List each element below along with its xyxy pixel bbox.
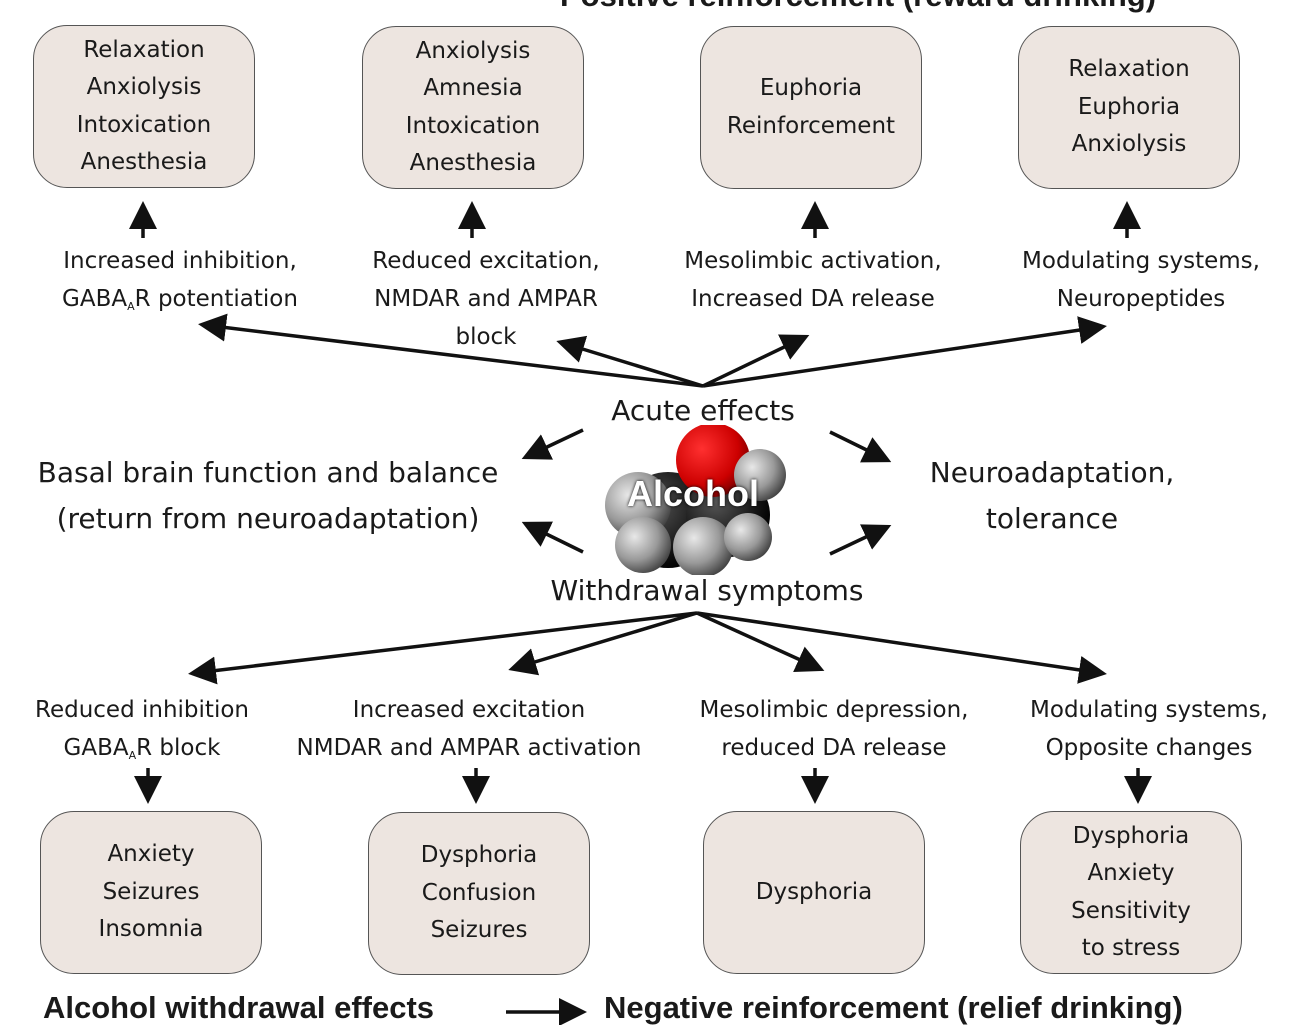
mechanism-text: Increased DA release	[691, 286, 935, 312]
mechanism-text: GABAAR potentiation	[62, 286, 298, 313]
mechanism-text: NMDAR and AMPAR activation	[296, 735, 642, 761]
mechanism-text: Reduced excitation,	[372, 248, 600, 274]
effect-text: Euphoria	[759, 75, 863, 101]
effect-text: Anesthesia	[409, 150, 537, 176]
negative-reinforcement-title: Negative reinforcement (relief drinking)	[604, 990, 1183, 1025]
bottom-box-1: Anxiety Seizures Insomnia	[40, 811, 262, 974]
basal-function-label: Basal brain function and balance (return…	[38, 450, 499, 542]
arrow-withdrawal-4	[696, 611, 1107, 684]
mechanism-text: Reduced inhibition	[35, 697, 249, 723]
arrow-acute-1	[198, 313, 704, 388]
mechanism-text: Modulating systems,	[1030, 697, 1268, 723]
basal-line: Basal brain function and balance	[37, 456, 499, 489]
bottom-box-3: Dysphoria	[703, 811, 925, 974]
mechanism-text: GABAAR block	[63, 735, 221, 762]
arrow-center-ur	[829, 430, 892, 463]
bottom-box-2: Dysphoria Confusion Seizures	[368, 812, 590, 975]
mechanism-text: NMDAR and AMPAR	[374, 286, 598, 312]
effect-text: Dysphoria	[755, 878, 873, 905]
effect-text: Seizures	[430, 917, 528, 944]
withdrawal-effects-title: Alcohol withdrawal effects	[43, 990, 435, 1025]
effect-text: Sensitivity	[1071, 897, 1191, 924]
effect-text: Anxiolysis	[1071, 131, 1187, 158]
effect-text: Reinforcement	[726, 112, 896, 139]
effect-text: Intoxication	[405, 112, 541, 139]
arrow-acute-3	[702, 334, 810, 388]
arrow-center-ll	[521, 521, 584, 554]
arrow-withdrawal-3	[696, 611, 825, 673]
effect-text: Anxiety	[107, 841, 195, 868]
bottom-mechanism-1: Reduced inhibition GABAAR block	[35, 691, 249, 775]
mechanism-text: Mesolimbic activation,	[684, 248, 942, 274]
top-mechanism-4: Modulating systems, Neuropeptides	[1022, 242, 1260, 318]
effect-text: Anxiolysis	[415, 37, 531, 64]
top-mechanism-2: Reduced excitation, NMDAR and AMPAR bloc…	[372, 242, 599, 356]
top-mechanism-3: Mesolimbic activation, Increased DA rele…	[684, 242, 941, 318]
bottom-mechanism-3: Mesolimbic depression, reduced DA releas…	[700, 691, 969, 767]
arrow-withdrawal-1	[188, 611, 698, 685]
bottom-mechanism-2: Increased excitation NMDAR and AMPAR act…	[297, 691, 642, 767]
arrow-center-ul	[521, 428, 584, 460]
effect-text: Relaxation	[1068, 56, 1190, 83]
bottom-mechanism-4: Modulating systems, Opposite changes	[1030, 691, 1268, 767]
effect-text: Dysphoria	[1072, 822, 1190, 849]
effect-text: Confusion	[421, 879, 537, 906]
top-box-4: Relaxation Euphoria Anxiolysis	[1018, 26, 1240, 189]
effect-text: Anesthesia	[80, 149, 208, 175]
effect-text: Anxiety	[1087, 860, 1175, 886]
arrow-withdrawal-2	[508, 611, 698, 676]
bottom-box-4: Dysphoria Anxiety Sensitivity to stress	[1020, 811, 1242, 974]
acute-effects-label: Acute effects	[611, 394, 795, 427]
positive-reinforcement-title: Positive reinforcement (reward drinking)	[560, 0, 1156, 14]
neuroadaptation-label: Neuroadaptation, tolerance	[930, 450, 1174, 542]
withdrawal-symptoms-label: Withdrawal symptoms	[550, 574, 864, 607]
effect-text: Anxiolysis	[86, 74, 202, 100]
mechanism-text: Mesolimbic depression,	[699, 697, 969, 723]
alcohol-molecule: Alcohol	[598, 423, 788, 577]
effect-text: Amnesia	[423, 75, 523, 101]
arrow-acute-4	[702, 316, 1107, 388]
effect-text: Insomnia	[98, 916, 204, 943]
top-box-1: Relaxation Anxiolysis Intoxication Anest…	[33, 25, 255, 188]
arrow-acute-2	[556, 335, 704, 388]
effect-text: Relaxation	[83, 36, 205, 63]
arrow-center-lr	[829, 524, 892, 556]
top-box-2: Anxiolysis Amnesia Intoxication Anesthes…	[362, 26, 584, 189]
effect-text: Dysphoria	[420, 842, 538, 869]
neuroadaptation-line: tolerance	[985, 502, 1119, 535]
mechanism-text: Opposite changes	[1045, 735, 1253, 761]
top-mechanism-1: Increased inhibition, GABAAR potentiatio…	[62, 242, 298, 326]
mechanism-text: Increased excitation	[352, 697, 586, 723]
molecule-icon	[605, 423, 786, 577]
effect-text: Euphoria	[1077, 93, 1181, 120]
mechanism-text: Modulating systems,	[1022, 248, 1260, 274]
basal-line: (return from neuroadaptation)	[56, 502, 480, 535]
mechanism-text: block	[455, 324, 517, 350]
mechanism-text: Increased inhibition,	[63, 248, 297, 274]
top-box-3: Euphoria Reinforcement	[700, 26, 922, 189]
alcohol-label: Alcohol	[627, 473, 759, 514]
effect-text: Seizures	[102, 878, 200, 905]
neuroadaptation-line: Neuroadaptation,	[929, 456, 1175, 489]
mechanism-text: Neuropeptides	[1056, 286, 1226, 312]
effect-text: to stress	[1081, 935, 1181, 961]
effect-text: Intoxication	[76, 111, 212, 138]
mechanism-text: reduced DA release	[721, 735, 947, 761]
